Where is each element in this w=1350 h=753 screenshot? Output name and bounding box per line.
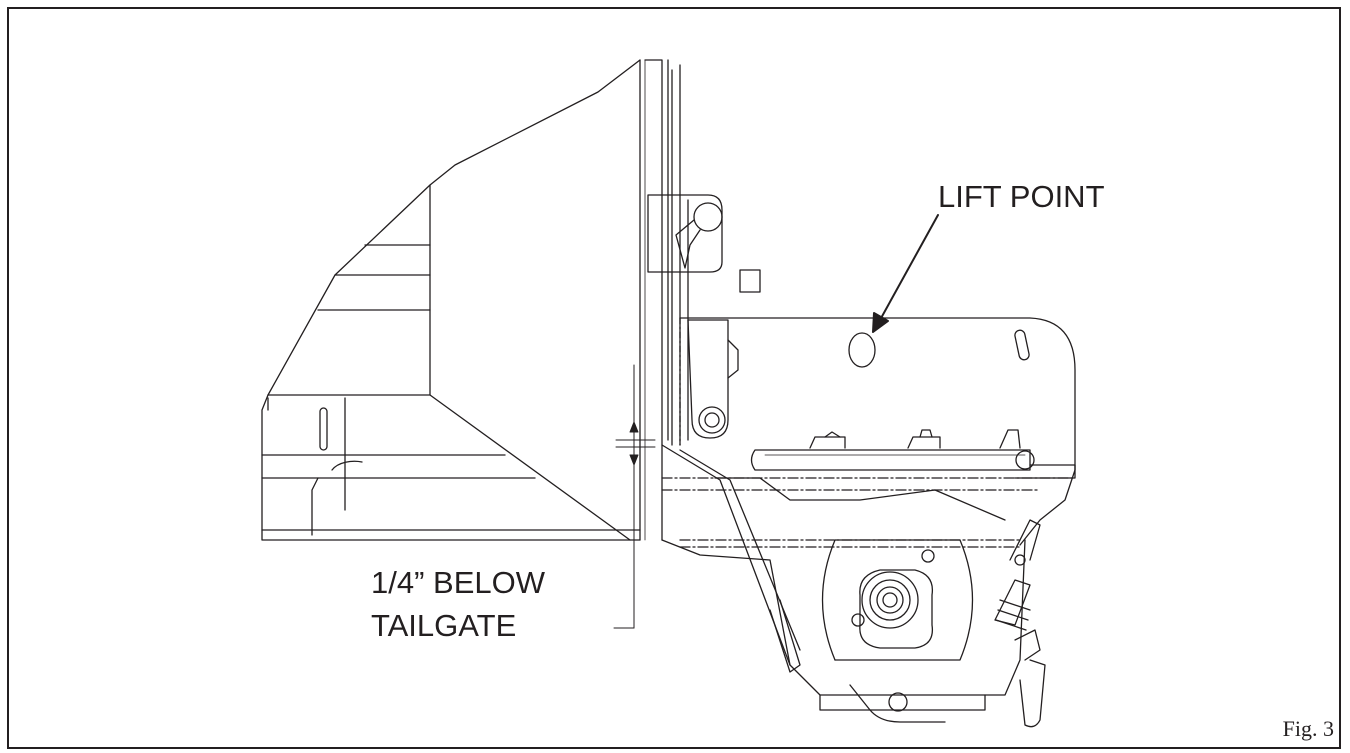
lift-arm: [687, 319, 739, 439]
bearing-flange: [859, 569, 934, 649]
lift-point-leader: [872, 214, 939, 333]
lift-plate: [679, 317, 1076, 546]
bed-slot: [319, 407, 328, 451]
figure-number: Fig. 3: [1282, 716, 1334, 741]
dimension-quarter-inch: [613, 364, 656, 629]
tailgate-post: [639, 59, 689, 541]
below-tailgate-label-line1: 1/4” BELOW: [371, 565, 545, 600]
top-rail: [750, 429, 1035, 471]
spinner-assembly: [821, 539, 974, 723]
below-tailgate-label-line2: TAILGATE: [371, 608, 517, 643]
tailgate-latch: [647, 194, 761, 293]
figure-frame: [7, 7, 1341, 749]
truck-bed-body: [261, 59, 641, 541]
lift-point-hole: [848, 332, 876, 368]
side-clamp: [994, 519, 1046, 728]
lift-point-label: LIFT POINT: [938, 179, 1105, 214]
spreader-hopper: [661, 444, 1076, 711]
clamp-handle: [1019, 659, 1046, 728]
plate-slot: [1014, 329, 1030, 361]
